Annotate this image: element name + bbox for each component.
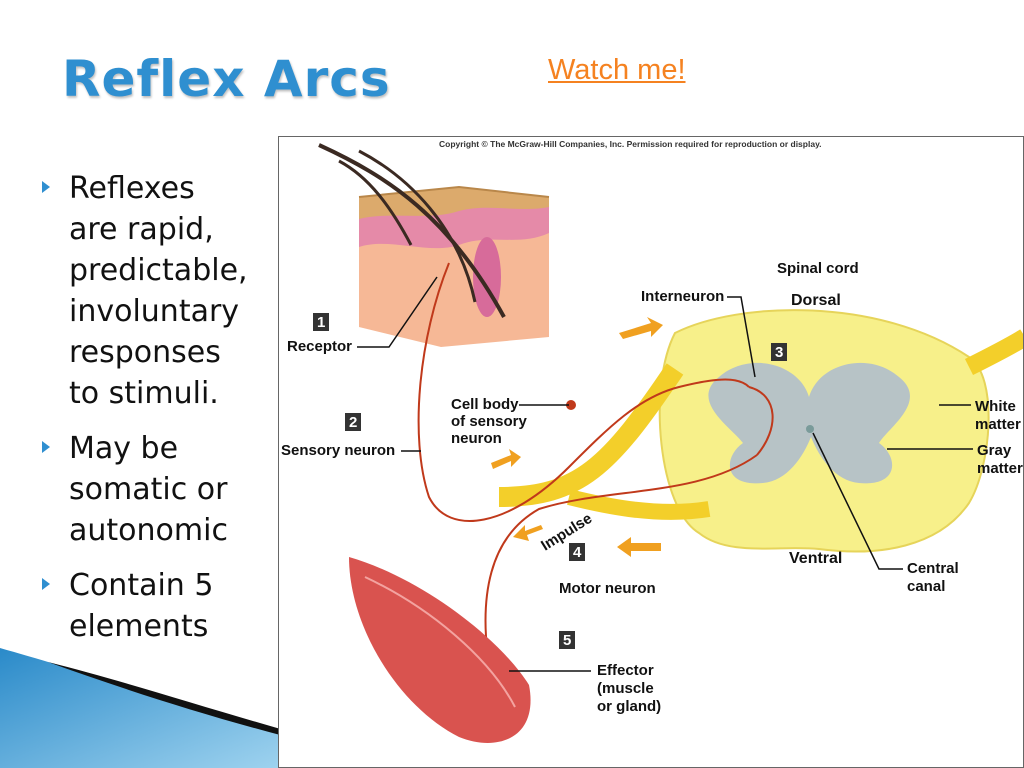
reflex-arc-figure: Copyright © The McGraw-Hill Companies, I… bbox=[278, 136, 1024, 768]
label-spinal-cord: Spinal cord bbox=[777, 260, 859, 277]
bullet-text: May be somatic or autonomic bbox=[69, 431, 228, 548]
step-number: 5 bbox=[563, 632, 571, 649]
spinal-nerve-right bbox=[964, 329, 1023, 376]
hair bbox=[358, 149, 477, 303]
motor-neuron-path bbox=[484, 454, 758, 666]
label-central-canal: canal bbox=[907, 578, 945, 595]
label-sensory-neuron: Sensory neuron bbox=[281, 442, 395, 459]
arrow-icon bbox=[491, 449, 521, 469]
bullet-item: May be somatic or autonomic bbox=[40, 428, 276, 551]
bullet-arrow-icon bbox=[42, 578, 50, 590]
arrow-icon bbox=[513, 525, 543, 541]
skin-section bbox=[358, 185, 550, 347]
step-number: 2 bbox=[349, 414, 357, 431]
step-number: 1 bbox=[317, 314, 325, 331]
bullet-text: Contain 5 elements bbox=[69, 568, 214, 644]
hair bbox=[318, 143, 506, 318]
sensory-neuron-path bbox=[417, 262, 750, 522]
reflex-arc-diagram: Copyright © The McGraw-Hill Companies, I… bbox=[281, 139, 1023, 743]
decorative-swoosh bbox=[0, 648, 284, 768]
label-white-matter: matter bbox=[975, 416, 1021, 433]
label-effector: (muscle bbox=[597, 680, 654, 697]
hair bbox=[338, 159, 413, 246]
label-effector: Effector bbox=[597, 662, 654, 679]
label-interneuron: Interneuron bbox=[641, 288, 724, 305]
label-effector: or gland) bbox=[597, 698, 661, 715]
label-cell-body: Cell body bbox=[451, 396, 519, 413]
label-gray-matter: matter bbox=[977, 460, 1023, 477]
step-number: 4 bbox=[573, 544, 582, 561]
bullet-item: Contain 5 elements bbox=[40, 565, 276, 647]
label-central-canal: Central bbox=[907, 560, 959, 577]
ventral-root bbox=[567, 489, 711, 520]
label-ventral: Ventral bbox=[789, 550, 842, 567]
bullet-arrow-icon bbox=[42, 181, 50, 193]
label-gray-matter: Gray bbox=[977, 442, 1012, 459]
bullet-list: Reflexes are rapid, predictable, involun… bbox=[40, 168, 276, 661]
label-receptor: Receptor bbox=[287, 338, 352, 355]
muscle-effector bbox=[349, 557, 531, 743]
impulse-arrows bbox=[491, 317, 663, 557]
bullet-arrow-icon bbox=[42, 441, 50, 453]
arrow-icon bbox=[619, 317, 663, 339]
label-dorsal: Dorsal bbox=[791, 292, 841, 309]
spinal-nerve bbox=[498, 363, 684, 507]
label-motor-neuron: Motor neuron bbox=[559, 580, 656, 597]
label-cell-body: of sensory bbox=[451, 413, 528, 430]
interneuron-path bbox=[748, 386, 774, 456]
bullet-item: Reflexes are rapid, predictable, involun… bbox=[40, 168, 276, 414]
label-impulse: Impulse bbox=[538, 510, 595, 554]
label-cell-body: neuron bbox=[451, 430, 502, 447]
copyright-notice: Copyright © The McGraw-Hill Companies, I… bbox=[439, 139, 822, 149]
arrow-icon bbox=[617, 537, 661, 557]
label-white-matter: White bbox=[975, 398, 1016, 415]
step-number: 3 bbox=[775, 344, 783, 361]
bullet-text: Reflexes are rapid, predictable, involun… bbox=[69, 171, 248, 411]
slide-title: Reflex Arcs bbox=[62, 50, 391, 108]
watch-me-link[interactable]: Watch me! bbox=[548, 54, 686, 86]
